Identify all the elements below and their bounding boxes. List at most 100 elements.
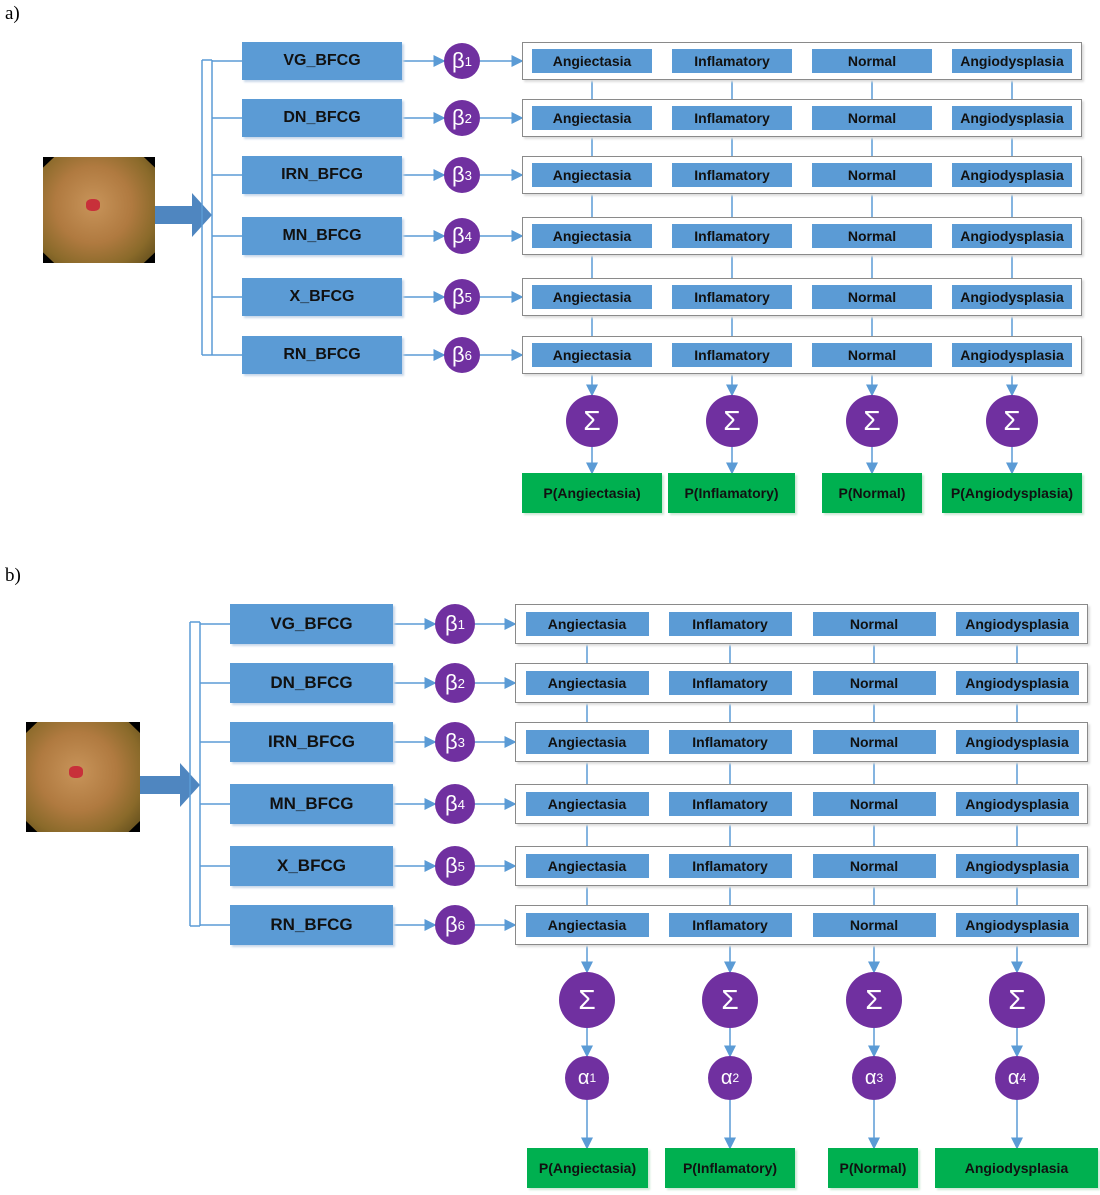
class-score-box-label: Angiodysplasia [965, 796, 1069, 812]
sum-node-symbol: Σ [583, 405, 601, 436]
class-score-box-label: Angiectasia [552, 53, 632, 69]
class-score-box: Angiodysplasia [952, 285, 1072, 309]
class-score-box-label: Angiodysplasia [965, 858, 1069, 874]
model-box-label: VG_BFCG [283, 52, 361, 69]
class-score-box-label: Inflamatory [692, 858, 768, 874]
output-probability-box: P(Angiodysplasia) [942, 473, 1082, 513]
beta-weight-subscript: 4 [457, 796, 465, 812]
model-box-label: IRN_BFCG [268, 732, 355, 751]
output-probability-box: P(Inflamatory) [665, 1148, 795, 1188]
output-probability-box: P(Normal) [828, 1148, 918, 1188]
class-score-box-label: Angiectasia [547, 616, 627, 632]
class-score-box-label: Inflamatory [692, 675, 768, 691]
beta-weight-symbol: β [445, 611, 458, 636]
panel-label-label: a) [5, 3, 20, 24]
class-score-box-label: Normal [847, 289, 897, 305]
output-probability-box-label: P(Angiodysplasia) [950, 485, 1074, 501]
alpha-weight-symbol: α [577, 1066, 590, 1089]
beta-weight-subscript: 2 [457, 675, 465, 691]
class-score-box-label: Angiodysplasia [965, 675, 1069, 691]
output-probability-box-label: P(Normal) [838, 485, 906, 501]
output-probability-box-label: P(Angiectasia) [543, 485, 641, 501]
alpha-weight-subscript: 2 [732, 1071, 740, 1085]
class-score-box: Angiodysplasia [955, 612, 1079, 636]
class-score-box: Angiectasia [532, 343, 652, 367]
class-score-box: Inflamatory [668, 792, 792, 816]
model-box: X_BFCG [242, 278, 402, 316]
sum-node: Σ [846, 395, 898, 447]
beta-weight-symbol: β [445, 791, 458, 816]
class-score-box: Angiodysplasia [955, 913, 1079, 937]
class-score-box-label: Angiectasia [547, 917, 627, 933]
output-probability-box-label: P(Normal) [839, 1160, 907, 1176]
beta-weight-symbol: β [452, 105, 465, 130]
beta-weight-symbol: β [452, 284, 465, 309]
class-score-box-label: Angiodysplasia [960, 289, 1064, 305]
class-score-box: Angiodysplasia [955, 730, 1079, 754]
sum-node: Σ [702, 972, 758, 1028]
class-score-box: Inflamatory [668, 913, 792, 937]
sum-node: Σ [986, 395, 1038, 447]
class-score-box-label: Angiodysplasia [965, 616, 1069, 632]
input-arrow [155, 193, 212, 237]
class-score-box: Angiodysplasia [955, 854, 1079, 878]
endoscopy-photo [43, 157, 155, 263]
input-arrow [140, 763, 200, 807]
class-score-box-label: Angiodysplasia [960, 167, 1064, 183]
model-box-label: IRN_BFCG [281, 166, 363, 183]
class-score-box-label: Angiectasia [552, 110, 632, 126]
alpha-weight-symbol: α [1007, 1066, 1020, 1089]
class-score-box-label: Inflamatory [694, 228, 770, 244]
class-score-box: Normal [812, 792, 936, 816]
beta-weight-subscript: 3 [457, 734, 465, 750]
class-score-box-label: Normal [847, 347, 897, 363]
output-probability-box-label: Angiodysplasia [964, 1160, 1069, 1176]
class-score-box: Angiectasia [532, 285, 652, 309]
panel-label: a) [5, 3, 45, 27]
class-score-box: Angiodysplasia [952, 163, 1072, 187]
sum-node-symbol: Σ [723, 405, 741, 436]
sum-node-symbol: Σ [865, 984, 883, 1015]
beta-weight-subscript: 1 [464, 53, 472, 69]
sum-node: Σ [559, 972, 615, 1028]
alpha-weight-subscript: 3 [876, 1071, 884, 1085]
class-score-box: Normal [812, 671, 936, 695]
model-box: MN_BFCG [242, 217, 402, 255]
class-score-box: Angiodysplasia [952, 224, 1072, 248]
class-score-box: Normal [812, 49, 932, 73]
class-score-box-label: Normal [849, 796, 899, 812]
class-score-box: Normal [812, 612, 936, 636]
sum-node: Σ [566, 395, 618, 447]
class-score-box: Normal [812, 163, 932, 187]
class-score-box: Normal [812, 343, 932, 367]
sum-node-symbol: Σ [578, 984, 596, 1015]
class-score-box-label: Angiectasia [552, 347, 632, 363]
alpha-weight-subscript: 4 [1019, 1071, 1027, 1085]
class-score-box-label: Inflamatory [694, 53, 770, 69]
class-score-box-label: Normal [849, 858, 899, 874]
class-score-box: Angiectasia [525, 612, 649, 636]
class-score-box: Angiectasia [532, 49, 652, 73]
class-score-box-label: Normal [847, 228, 897, 244]
sum-node: Σ [706, 395, 758, 447]
class-score-box: Inflamatory [668, 854, 792, 878]
input-endoscopy-image [26, 722, 140, 832]
class-score-box: Normal [812, 730, 936, 754]
class-score-box: Normal [812, 854, 936, 878]
beta-weight-subscript: 5 [457, 858, 465, 874]
class-score-box-label: Normal [849, 616, 899, 632]
output-probability-box-label: P(Angiectasia) [538, 1160, 637, 1176]
class-score-box-label: Normal [847, 53, 897, 69]
class-score-box: Angiodysplasia [952, 106, 1072, 130]
panel-label: b) [5, 565, 45, 589]
class-score-box-label: Angiectasia [552, 167, 632, 183]
